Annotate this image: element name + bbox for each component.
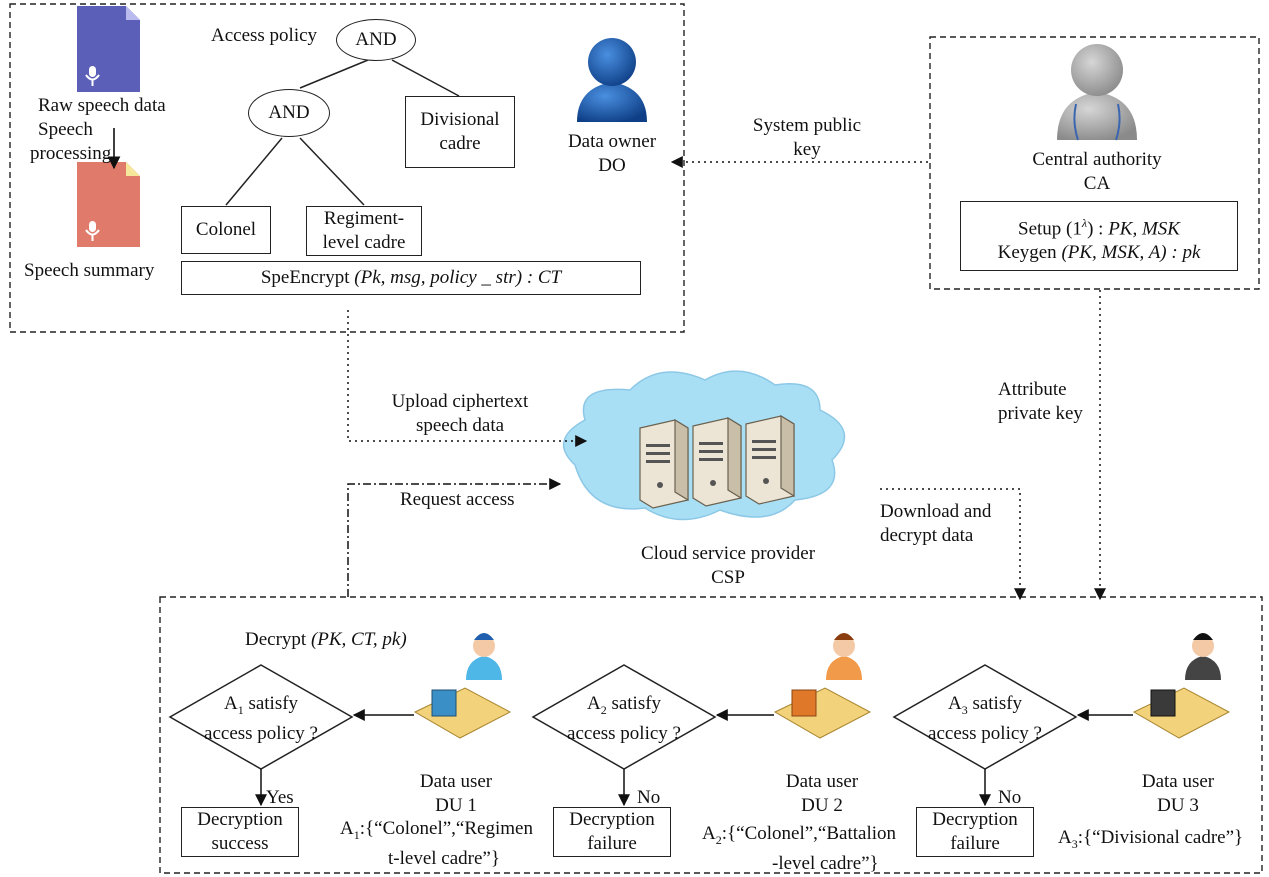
- raw-speech-file-icon: [77, 6, 140, 92]
- du1-user-icon: [413, 633, 512, 739]
- policy-and-top-node: AND: [336, 19, 416, 61]
- policy-tree-edges: [225, 59, 460, 206]
- du3-attributes: A3:{“Divisional cadre”}: [1058, 827, 1244, 851]
- du3-no-label: No: [998, 787, 1022, 808]
- du1-attributes: A1:{“Colonel”,“Regimen t-level cadre”}: [340, 818, 533, 869]
- raw-speech-data-label: Raw speech data: [38, 95, 166, 116]
- download-decrypt-arrow: [880, 488, 1026, 601]
- du1-check-text: A1 satisfy access policy ?: [204, 693, 318, 744]
- request-access-arrow: [347, 478, 562, 597]
- du2-user-icon: [773, 633, 872, 739]
- speencrypt-box: SpeEncrypt (Pk, msg, policy _ str) : CT: [181, 261, 641, 295]
- speech-processing-label-1: Speech: [38, 119, 93, 140]
- request-access-label: Request access: [400, 489, 515, 510]
- du3-check-text: A3 satisfy access policy ?: [928, 693, 1042, 744]
- du2-check-text: A2 satisfy access policy ?: [567, 693, 681, 744]
- data-owner-person-icon: [577, 38, 647, 122]
- policy-leaf-colonel: Colonel: [181, 206, 271, 254]
- du2-attributes: A2:{“Colonel”,“Battalion -level cadre”}: [702, 823, 896, 874]
- du1-yes-label: Yes: [266, 787, 294, 808]
- speech-summary-label: Speech summary: [24, 260, 155, 281]
- speech-processing-label-2: processing: [30, 143, 112, 164]
- ca-algorithms-box: Setup (1λ) : PK, MSK Keygen (PK, MSK, A)…: [960, 201, 1238, 271]
- speech-summary-file-icon: [77, 162, 140, 247]
- data-users-group: [159, 596, 1263, 874]
- policy-leaf-regiment-cadre: Regiment-level cadre: [306, 206, 422, 256]
- du3-user-icon: [1132, 633, 1231, 739]
- upload-ciphertext-arrow: [347, 310, 588, 447]
- central-authority-person-icon: [1057, 44, 1137, 141]
- du2-no-label: No: [637, 787, 661, 808]
- access-policy-label: Access policy: [211, 25, 318, 46]
- central-authority-group: [929, 36, 1260, 290]
- cloud-service-provider-icon: [562, 370, 846, 521]
- data-owner-group: [9, 3, 685, 333]
- policy-and-mid-node: AND: [248, 89, 330, 137]
- decrypt-label: Decrypt (PK, CT, pk): [245, 629, 407, 650]
